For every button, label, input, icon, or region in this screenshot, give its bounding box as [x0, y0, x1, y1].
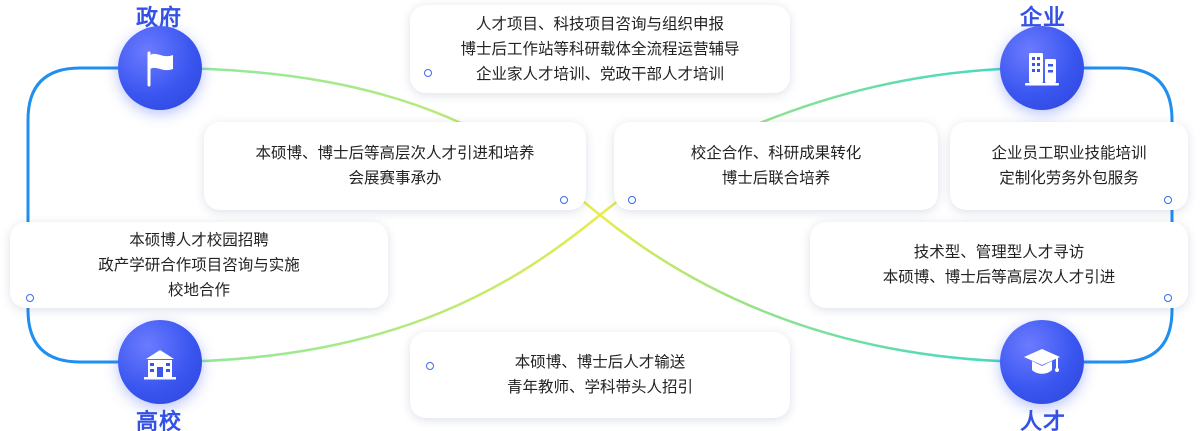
diagonal-gov-talent: [159, 66, 1041, 364]
card-gov-talent: 本硕博、博士后等高层次人才引进和培养 会展赛事承办: [204, 122, 586, 210]
card-line: 技术型、管理型人才寻访: [913, 243, 1085, 261]
graduation-cap-icon: [1024, 349, 1060, 374]
card-line: 本硕博人才校园招聘: [129, 230, 269, 249]
school-icon: [144, 350, 176, 380]
card-dot: [426, 362, 434, 370]
government-node: [118, 26, 202, 110]
outer-loop-left: [26, 66, 160, 364]
university-label: 高校: [136, 409, 183, 431]
card-dot: [26, 294, 34, 302]
card-dot: [560, 196, 568, 204]
card-univ-enterprise: 校企合作、科研成果转化 博士后联合培养: [614, 122, 938, 210]
talent-label: 人才: [1020, 409, 1067, 431]
card-line: 博士后工作站等科研载体全流程运营辅导: [460, 39, 740, 58]
card-line: 本硕博、博士后人才输送: [514, 353, 686, 371]
card-dot: [1164, 294, 1172, 302]
diagonal-univ-enterprise: [159, 66, 1041, 364]
outer-loop-right: [1040, 66, 1174, 364]
card-top-center: 人才项目、科技项目咨询与组织申报 博士后工作站等科研载体全流程运营辅导 企业家人…: [410, 5, 790, 93]
card-dot: [628, 196, 636, 204]
building-icon: [1025, 53, 1059, 86]
card-line: 校地合作: [167, 280, 230, 299]
flag-icon: [147, 51, 173, 87]
card-line: 企业员工职业技能培训: [991, 144, 1147, 162]
card-line: 青年教师、学科带头人招引: [506, 378, 693, 396]
card-line: 企业家人才培训、党政干部人才培训: [475, 64, 724, 83]
card-line: 政产学研合作项目咨询与实施: [98, 255, 300, 274]
card-bottom-center: 本硕博、博士后人才输送 青年教师、学科带头人招引: [410, 332, 790, 418]
card-line: 人才项目、科技项目咨询与组织申报: [475, 14, 724, 33]
card-line: 本硕博、博士后等高层次人才引进: [882, 268, 1116, 286]
enterprise-node: [1000, 26, 1084, 110]
talent-node: [1000, 320, 1084, 404]
card-line: 定制化劳务外包服务: [999, 169, 1139, 187]
card-dot: [424, 69, 432, 77]
card-line: 校企合作、科研成果转化: [690, 144, 862, 162]
university-node: [118, 320, 202, 404]
card-right-middle: 技术型、管理型人才寻访 本硕博、博士后等高层次人才引进: [810, 222, 1188, 308]
card-line: 博士后联合培养: [721, 169, 831, 187]
card-enterprise-right: 企业员工职业技能培训 定制化劳务外包服务: [950, 122, 1188, 210]
card-dot: [1164, 196, 1172, 204]
card-left-middle: 本硕博人才校园招聘 政产学研合作项目咨询与实施 校地合作: [10, 222, 388, 308]
card-line: 会展赛事承办: [348, 169, 442, 187]
card-line: 本硕博、博士后等高层次人才引进和培养: [255, 144, 535, 162]
